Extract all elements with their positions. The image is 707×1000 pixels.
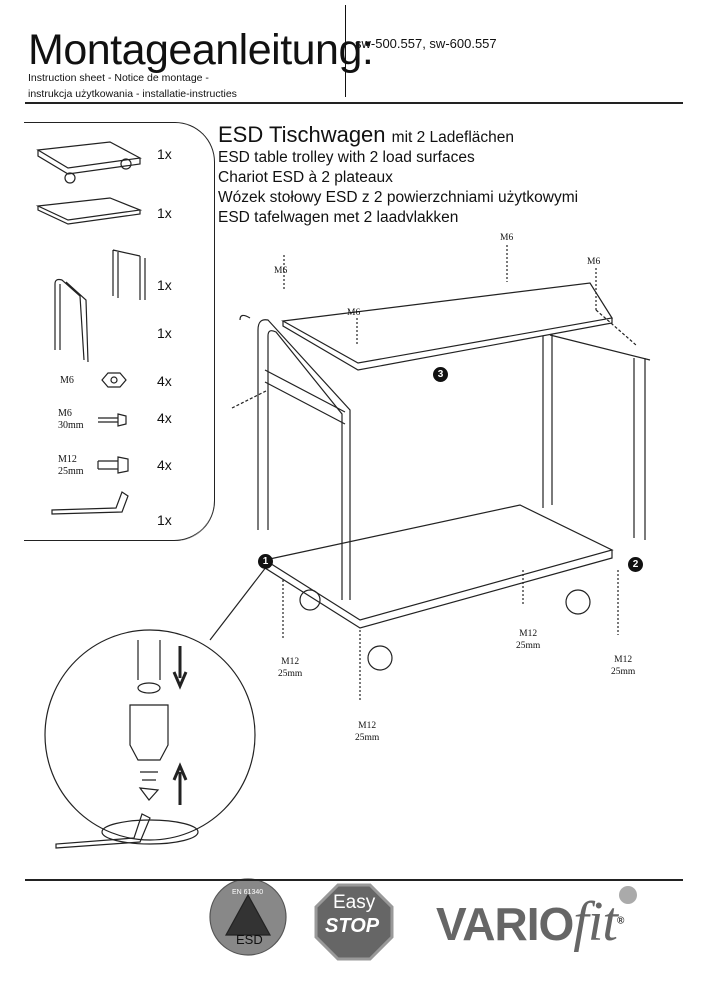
model-numbers: sw-500.557, sw-600.557 <box>355 36 497 51</box>
allen-key-icon <box>51 491 129 515</box>
screw-icon-m6 <box>98 413 127 427</box>
part-qty: 4x <box>157 410 172 426</box>
brand-vario: VARIO <box>436 898 574 950</box>
product-name-nl: ESD tafelwagen met 2 laadvlakken <box>218 209 459 226</box>
m12-label: M12 <box>281 657 300 667</box>
part-qty: 1x <box>157 205 172 221</box>
esd-logo-text: ESD <box>236 932 263 947</box>
product-name-pl: Wózek stołowy ESD z 2 powierzchniami uży… <box>218 189 579 206</box>
part-label: M6 <box>58 408 72 419</box>
step-3-marker: 3 <box>433 367 448 382</box>
part-label: 25mm <box>58 466 84 477</box>
product-name-fr: Chariot ESD à 2 plateaux <box>218 169 393 186</box>
easy-text: Easy <box>333 892 376 913</box>
subtitle-line-1: Instruction sheet - Notice de montage - <box>28 72 209 84</box>
length-label: 25mm <box>278 669 303 679</box>
callout-m6: M6 <box>500 233 514 243</box>
m12-label: M12 <box>519 629 538 639</box>
length-label: 25mm <box>516 641 541 651</box>
part-qty: 4x <box>157 373 172 389</box>
part-label: M6 <box>60 375 74 386</box>
detail-inset <box>44 561 271 849</box>
page-title: Montageanleitung: <box>28 26 374 74</box>
easy-stop-logo-graphic <box>314 883 394 961</box>
subtitle-line-2: instrukcja użytkowania - installatie-ins… <box>28 88 237 100</box>
step-1-marker: 1 <box>258 554 273 569</box>
callout-m6: M6 <box>347 308 361 318</box>
esd-logo-graphic <box>209 878 287 956</box>
header-divider <box>345 5 346 97</box>
screw-icon-m12 <box>97 456 129 474</box>
brand-dot <box>619 886 637 904</box>
product-title: ESD Tischwagen mit 2 Ladeflächen <box>218 122 514 148</box>
part-qty: 1x <box>157 325 172 341</box>
step-2-marker: 2 <box>628 557 643 572</box>
m12-label: M12 <box>614 655 633 665</box>
callout-m6: M6 <box>587 257 601 267</box>
parts-panel-bottom <box>24 122 214 541</box>
trolley-base-icon <box>36 141 142 184</box>
m12-label: M12 <box>358 721 377 731</box>
upright-frame-icon <box>112 249 146 300</box>
length-label: 25mm <box>611 667 636 677</box>
callout-m12: M12 25mm <box>278 656 302 680</box>
stop-text: STOP <box>325 915 380 937</box>
footer-rule <box>25 879 683 881</box>
variofit-logo: VARIOfit® <box>436 890 624 954</box>
part-label: M12 <box>58 454 77 465</box>
esd-ring-text: EN 61340 <box>232 889 264 896</box>
callout-m12: M12 25mm <box>611 654 635 678</box>
trolley-drawing <box>231 245 651 700</box>
part-qty: 1x <box>157 512 172 528</box>
parts-panel <box>24 122 215 541</box>
product-name-de: ESD Tischwagen <box>218 122 386 147</box>
callout-m12: M12 25mm <box>355 720 379 744</box>
push-handle-icon <box>54 278 89 363</box>
product-name-suffix: mit 2 Ladeflächen <box>391 129 515 146</box>
part-qty: 1x <box>157 146 172 162</box>
part-qty: 4x <box>157 457 172 473</box>
length-label: 25mm <box>355 733 380 743</box>
part-label: 30mm <box>58 420 84 431</box>
product-name-en: ESD table trolley with 2 load surfaces <box>218 149 475 166</box>
header-rule <box>25 102 683 104</box>
callout-m6: M6 <box>274 266 288 276</box>
part-qty: 1x <box>157 277 172 293</box>
nut-icon <box>101 372 127 388</box>
registered-mark: ® <box>616 915 624 927</box>
callout-m12: M12 25mm <box>516 628 540 652</box>
shelf-icon <box>35 197 143 225</box>
brand-fit: fit <box>573 891 618 953</box>
